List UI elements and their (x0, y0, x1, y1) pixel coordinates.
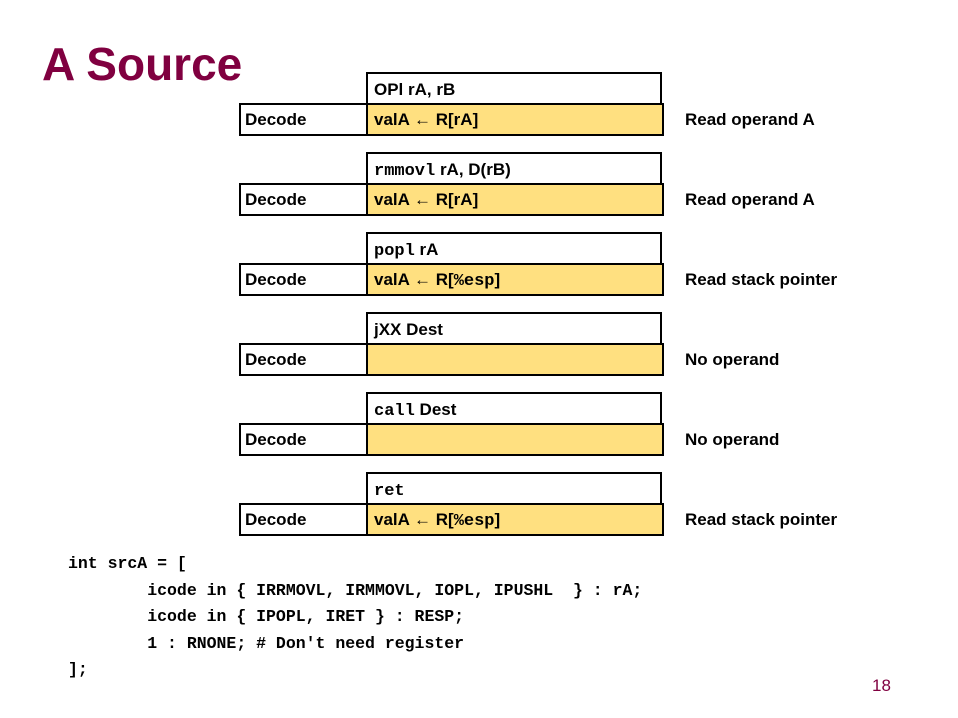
decode-operation: valA ← R[%esp] (366, 503, 664, 536)
operation-text: %esp (453, 512, 495, 531)
operation-text: valA (374, 110, 415, 129)
code-line: icode in { IRRMOVL, IRMMOVL, IOPL, IPUSH… (68, 580, 643, 600)
operation-text: R[rA] (431, 190, 479, 209)
operation-note: Read operand A (685, 110, 815, 129)
operation-note: No operand (685, 430, 780, 449)
decode-operation: valA ← R[%esp] (366, 263, 664, 296)
decode-stage-label: Decode (239, 103, 368, 136)
instruction-label: popl rA (366, 232, 662, 263)
operation-text: valA (374, 510, 415, 529)
decode-stage-label: Decode (239, 263, 368, 296)
instruction-text: call (374, 402, 415, 421)
operation-text: R[ (431, 270, 454, 289)
srcA-code: int srcA = [ icode in { IRRMOVL, IRMMOVL… (68, 551, 642, 684)
code-line: 1 : RNONE; # Don't need register (68, 633, 465, 653)
operation-text: ] (494, 270, 501, 289)
instruction-text: rmmovl (374, 162, 436, 181)
operation-note: Read stack pointer (685, 270, 838, 289)
instruction-text: popl (374, 242, 415, 261)
instruction-text: rA, D(rB) (435, 160, 511, 179)
decode-operation: valA ← R[rA] (366, 183, 664, 216)
slide-title: A Source (42, 38, 243, 90)
instruction-text: Dest (414, 400, 457, 419)
left-arrow-icon: ← (414, 110, 432, 129)
code-line: int srcA = [ (68, 554, 187, 573)
operation-note: Read stack pointer (685, 510, 838, 529)
instruction-label: jXX Dest (366, 312, 662, 343)
operation-text: valA (374, 270, 415, 289)
page-number: 18 (872, 676, 891, 695)
instruction-label: call Dest (366, 392, 662, 423)
left-arrow-icon: ← (414, 190, 432, 209)
code-line: icode in { IPOPL, IRET } : RESP; (68, 607, 465, 626)
instruction-text: OPl rA, rB (374, 80, 456, 99)
decode-operation (366, 343, 664, 376)
instruction-label: rmmovl rA, D(rB) (366, 152, 662, 183)
operation-text: ] (494, 510, 501, 529)
operation-text: %esp (453, 272, 495, 291)
operation-note: No operand (685, 350, 780, 369)
decode-stage-label: Decode (239, 423, 368, 456)
instruction-text: jXX Dest (374, 320, 443, 339)
left-arrow-icon: ← (414, 270, 432, 289)
decode-operation (366, 423, 664, 456)
operation-text: valA (374, 190, 415, 209)
decode-stage-label: Decode (239, 343, 368, 376)
decode-stage-label: Decode (239, 183, 368, 216)
left-arrow-icon: ← (414, 510, 432, 529)
instruction-label: OPl rA, rB (366, 72, 662, 103)
instruction-text: rA (414, 240, 439, 259)
decode-operation: valA ← R[rA] (366, 103, 664, 136)
decode-stage-label: Decode (239, 503, 368, 536)
instruction-label: ret (366, 472, 662, 503)
operation-text: R[rA] (431, 110, 479, 129)
instruction-text: ret (374, 482, 405, 501)
operation-note: Read operand A (685, 190, 815, 209)
operation-text: R[ (431, 510, 454, 529)
code-line: ]; (68, 660, 88, 679)
